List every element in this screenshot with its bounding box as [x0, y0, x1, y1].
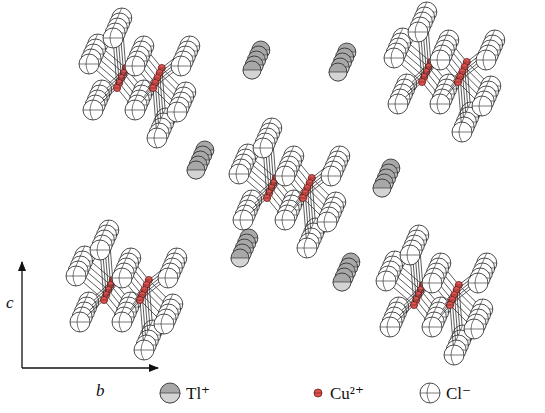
- cl-atom: [233, 210, 253, 230]
- cu-atom: [418, 78, 425, 85]
- cu-atom: [263, 194, 270, 201]
- cl-atom: [376, 271, 396, 291]
- tl-atom: [243, 61, 261, 79]
- legend-text: Tl⁺: [186, 385, 210, 402]
- cu-atom: [454, 78, 461, 85]
- cl-atom: [476, 50, 496, 70]
- cl-atom: [275, 210, 295, 230]
- cl-atom: [400, 245, 420, 265]
- cl-atom: [158, 268, 178, 288]
- legend-symbols: [160, 383, 440, 403]
- cl-atom: [134, 340, 154, 360]
- cl-atom: [321, 166, 341, 186]
- cl-atom: [229, 164, 249, 184]
- axes: [22, 262, 158, 368]
- cl-atom: [317, 212, 337, 232]
- cl-atom: [275, 166, 295, 186]
- cl-atom: [70, 312, 90, 332]
- cl-atom: [125, 56, 145, 76]
- axis-label: c: [6, 294, 14, 311]
- cl-atom: [147, 128, 167, 148]
- cl-atom: [79, 54, 99, 74]
- cl-atom: [90, 240, 110, 260]
- cl-atom: [420, 383, 440, 403]
- tl-atom: [160, 383, 180, 403]
- cl-atom: [422, 317, 442, 337]
- cl-atom: [464, 319, 484, 339]
- axis-label: b: [96, 382, 105, 399]
- cu-atom: [136, 296, 143, 303]
- cl-atom: [167, 102, 187, 122]
- c-axis-arrow: [21, 262, 22, 368]
- legend-text: Cl⁻: [446, 385, 471, 402]
- cu-atom: [446, 301, 453, 308]
- tl-atom: [373, 179, 391, 197]
- b-axis-arrow: [22, 367, 158, 368]
- cu-atom: [149, 84, 156, 91]
- cu-atom: [100, 296, 107, 303]
- cl-atom: [430, 50, 450, 70]
- cl-atom: [430, 94, 450, 114]
- tl-atom: [231, 249, 249, 267]
- cu-atom: [314, 389, 322, 397]
- cl-atom: [253, 138, 273, 158]
- cl-atom: [380, 317, 400, 337]
- cl-atom: [468, 273, 488, 293]
- cu-atom: [113, 84, 120, 91]
- cl-atom: [83, 100, 103, 120]
- cl-atom: [297, 238, 317, 258]
- cl-atom: [154, 314, 174, 334]
- tl-atom: [187, 161, 205, 179]
- cl-atom: [452, 122, 472, 142]
- cl-atom: [472, 96, 492, 116]
- cl-atom: [444, 345, 464, 365]
- cl-atom: [388, 94, 408, 114]
- cl-atom: [103, 28, 123, 48]
- legend-text: Cu²⁺: [330, 385, 364, 402]
- cl-atom: [66, 266, 86, 286]
- cl-atom: [125, 100, 145, 120]
- cu-atom: [410, 301, 417, 308]
- cl-atom: [112, 268, 132, 288]
- cl-atom: [422, 273, 442, 293]
- cl-atom: [384, 48, 404, 68]
- cl-atom: [112, 312, 132, 332]
- cl-atom: [408, 22, 428, 42]
- tl-atom: [329, 63, 347, 81]
- cu-atom: [299, 194, 306, 201]
- tl-atom: [333, 273, 351, 291]
- cl-atom: [171, 56, 191, 76]
- atom-stacks: [66, 2, 505, 365]
